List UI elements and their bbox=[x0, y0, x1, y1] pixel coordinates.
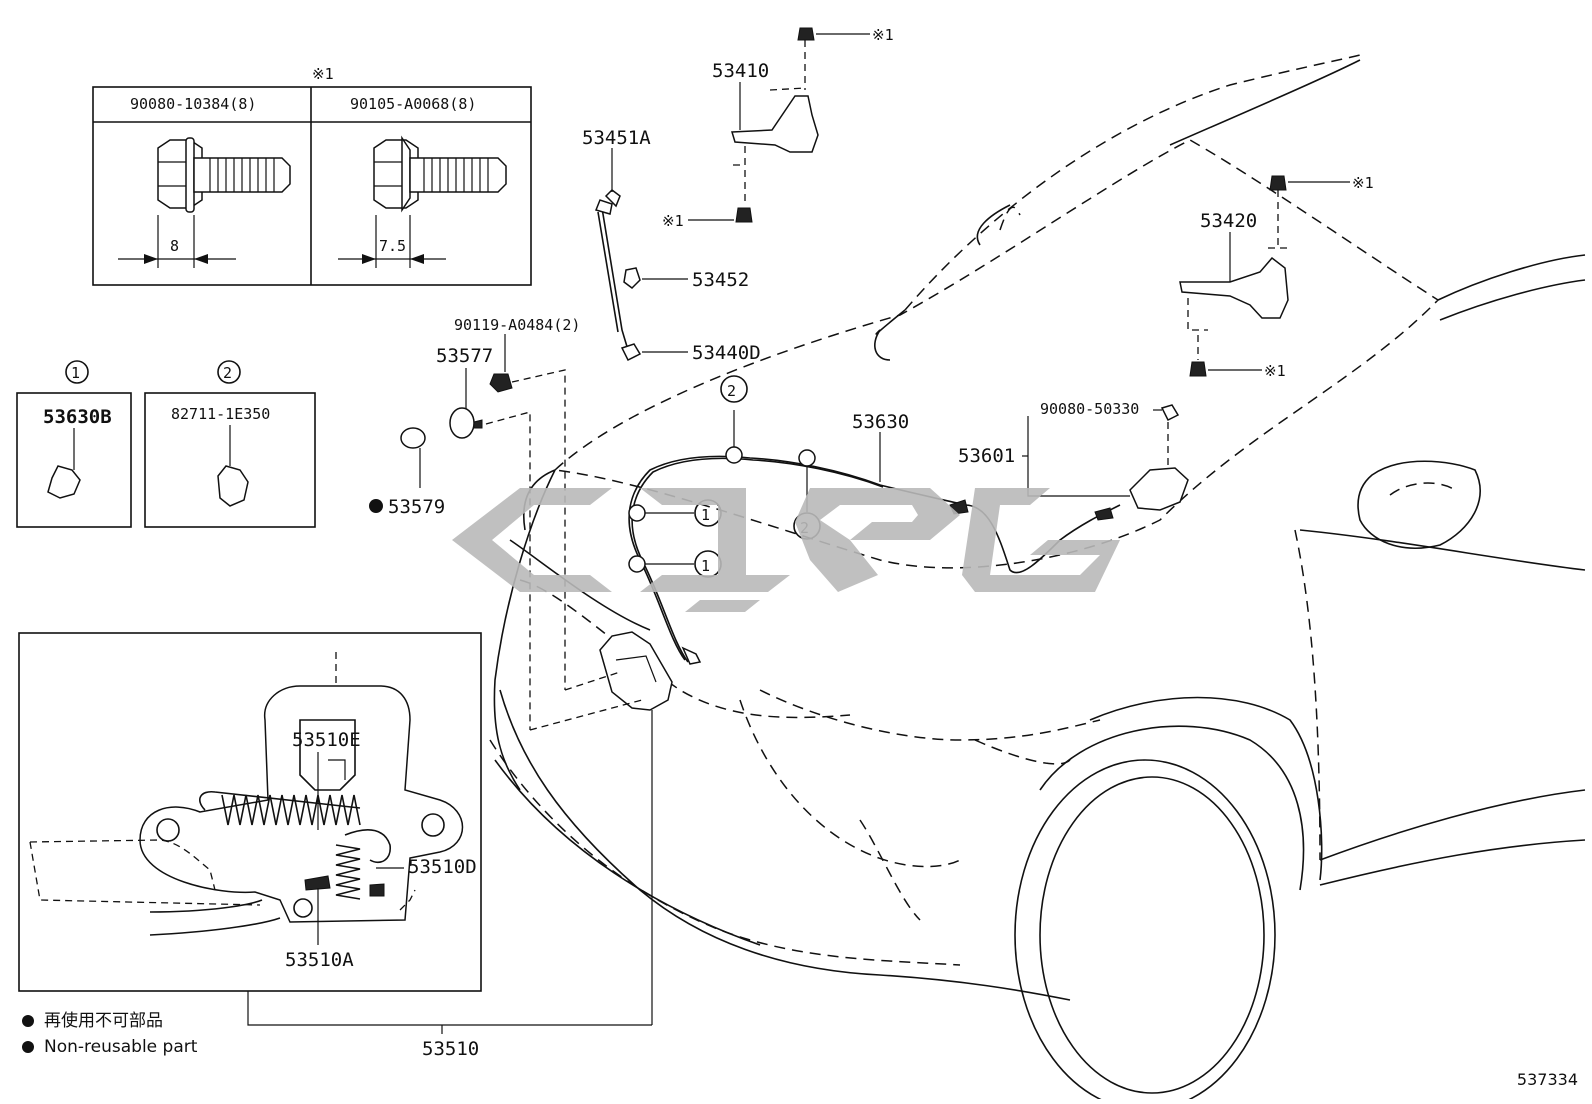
bolt-table-frame bbox=[92, 86, 532, 286]
clip-box-1: 1 53630B bbox=[16, 360, 132, 528]
legend-text-en: Non-reusable part bbox=[44, 1037, 198, 1057]
legend-dot bbox=[22, 1041, 34, 1053]
clip-box-1-part-number: 53630B bbox=[43, 406, 112, 428]
legend-row-jp: 再使用不可部品 bbox=[22, 1008, 197, 1034]
legend-dot bbox=[22, 1015, 34, 1027]
watermark-logo bbox=[452, 488, 1120, 612]
callout-53577: 53577 bbox=[436, 345, 493, 367]
hood-cushion-group: 90119-A0484(2) 53577 53579 bbox=[369, 316, 580, 730]
bolt-icon bbox=[489, 373, 513, 393]
clip-box-2-part-number: 82711-1E350 bbox=[171, 405, 270, 423]
ref-mark-1: ※1 bbox=[872, 26, 894, 44]
clamp-icon bbox=[217, 465, 249, 507]
cushion-icon bbox=[449, 407, 475, 439]
release-lever: 90080-50330 53601 bbox=[958, 400, 1189, 511]
lock-assy-callout: 53510 bbox=[247, 991, 652, 1060]
callout-53601: 53601 bbox=[958, 445, 1015, 467]
callout-53510D: 53510D bbox=[408, 856, 477, 878]
callout-53440D: 53440D bbox=[692, 342, 761, 364]
bolt-right-dimension: 7.5 bbox=[379, 237, 406, 255]
callout-90080-50330: 90080-50330 bbox=[1040, 400, 1139, 418]
inset-frame bbox=[18, 632, 482, 992]
clamp-callout-c: 1 bbox=[701, 506, 710, 524]
callout-53510: 53510 bbox=[422, 1038, 479, 1060]
bolt-table: ※1 90080-10384(8) 90105-A0068(8) 8 bbox=[92, 65, 532, 286]
ref-mark-3: ※1 bbox=[1352, 174, 1374, 192]
clamp-callout-a: 2 bbox=[727, 382, 736, 400]
bolt-left-part-number: 90080-10384(8) bbox=[130, 95, 256, 113]
cushion-nr-icon bbox=[400, 427, 426, 449]
hood-hinge-rh: ※1 ※1 53420 bbox=[1179, 174, 1374, 380]
vehicle-outline bbox=[489, 54, 1586, 1104]
hinge-lh-icon bbox=[731, 95, 819, 153]
rod-clip-icon bbox=[623, 267, 641, 289]
hood-support-rod: 53451A 53452 53440D bbox=[582, 127, 761, 364]
rod-clip-top-icon bbox=[604, 189, 621, 208]
bolt-table-mark: ※1 bbox=[312, 65, 334, 83]
clip-box-1-number: 1 bbox=[71, 364, 80, 382]
callout-53420: 53420 bbox=[1200, 210, 1257, 232]
callout-53510A: 53510A bbox=[285, 949, 354, 971]
callout-53451A: 53451A bbox=[582, 127, 651, 149]
figure-id: 537334 bbox=[1516, 1070, 1578, 1089]
hinge-bolt-icon bbox=[797, 27, 815, 41]
legend-text-jp: 再使用不可部品 bbox=[44, 1011, 163, 1031]
callout-53579: 53579 bbox=[388, 496, 445, 518]
non-reusable-dot bbox=[369, 499, 383, 513]
bolt-left-dimension: 8 bbox=[170, 237, 179, 255]
side-mirror bbox=[1357, 460, 1481, 549]
release-cable: 2 2 1 1 53630 bbox=[628, 375, 1121, 665]
flange-bolt-left-icon bbox=[157, 137, 291, 213]
hood-hinge-lh: ※1 ※1 53410 bbox=[662, 26, 894, 230]
clip-box-2: 2 82711-1E350 bbox=[144, 360, 316, 528]
flange-bolt-right-icon bbox=[373, 135, 507, 213]
front-wheel bbox=[1014, 759, 1276, 1104]
lock-body-outline bbox=[139, 685, 464, 923]
callout-90119: 90119-A0484(2) bbox=[454, 316, 580, 334]
clip-icon bbox=[47, 465, 81, 499]
ref-mark-2: ※1 bbox=[662, 212, 684, 230]
release-lever-icon bbox=[1129, 467, 1189, 511]
hinge-rh-icon bbox=[1179, 256, 1289, 319]
bolt-right-part-number: 90105-A0068(8) bbox=[350, 95, 476, 113]
clip-box-2-number: 2 bbox=[223, 364, 232, 382]
callout-53630: 53630 bbox=[852, 411, 909, 433]
callout-53452: 53452 bbox=[692, 269, 749, 291]
hood-lock-icon bbox=[599, 631, 673, 711]
lock-detail-inset: 53510E 53510D 53510A bbox=[18, 632, 482, 992]
callout-53510E: 53510E bbox=[292, 729, 361, 751]
clamp-callout-d: 1 bbox=[701, 557, 710, 575]
ref-mark-4: ※1 bbox=[1264, 362, 1286, 380]
legend-row-en: Non-reusable part bbox=[22, 1034, 197, 1060]
hood-outline bbox=[553, 139, 1440, 569]
hood-lock-installed bbox=[529, 631, 673, 1025]
legend: 再使用不可部品 Non-reusable part bbox=[22, 1008, 197, 1060]
callout-53410: 53410 bbox=[712, 60, 769, 82]
